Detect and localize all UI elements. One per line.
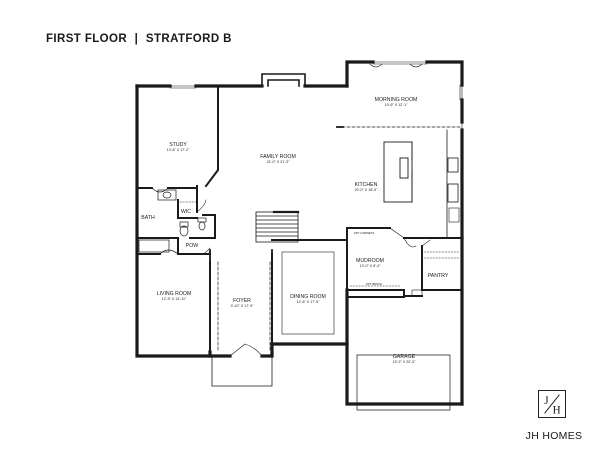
mudroom-dims: 13'-0" X 8'-4" <box>360 264 381 268</box>
bath-label: BATH <box>141 215 155 221</box>
pow-label: POW <box>186 243 198 249</box>
brand-logo: J H <box>538 390 566 418</box>
kitchen-counter <box>446 129 459 239</box>
mudroom-label: MUDROOM <box>356 258 384 264</box>
study-windows <box>136 85 197 141</box>
exterior-walls <box>135 60 464 406</box>
family-room-dims: 21'-0" X 21'-3" <box>267 160 290 164</box>
foyer-label: FOYER <box>233 298 251 304</box>
logo-letter-h: H <box>553 404 561 416</box>
garage-door <box>356 354 451 411</box>
living-room-dims: 12'-5" X 14'-11" <box>162 297 187 301</box>
opt-cabinets-label: OPT CABINETS <box>354 231 375 235</box>
logo-monogram: J H <box>544 394 561 416</box>
foyer-dims: 9'-10" X 17'-9" <box>231 304 254 308</box>
title-separator: | <box>134 33 139 45</box>
dining-room-label: DINING ROOM <box>290 294 326 300</box>
stub-walls <box>209 126 344 263</box>
floor-label: FIRST FLOOR <box>46 33 128 45</box>
soffit-lines <box>217 126 463 351</box>
dining-room-dims: 12'-6" X 17'-5" <box>297 300 320 304</box>
opt-bench-label: OPT BENCH <box>366 282 382 286</box>
morning-room-windows <box>369 61 463 131</box>
morning-room-label: MORNING ROOM <box>375 97 418 103</box>
kitchen-dims: 20'-0" X 18'-9" <box>355 188 378 192</box>
morning-room-dims: 19'-6" X 12'-1" <box>385 103 408 107</box>
front-porch <box>211 355 273 387</box>
staircase <box>255 210 300 243</box>
wic-label: WIC <box>181 209 191 215</box>
bath-fixtures <box>138 189 207 253</box>
door-swings <box>151 187 431 357</box>
garage-dims: 19'-2" X 20'-3" <box>393 360 416 364</box>
study-label: STUDY <box>169 142 187 148</box>
dining-outline <box>281 251 335 335</box>
logo-letter-j: J <box>544 395 549 407</box>
interior-walls <box>136 85 463 353</box>
fireplace <box>261 73 306 87</box>
kitchen-label: KITCHEN <box>355 182 378 188</box>
pantry-label: PANTRY <box>428 273 449 279</box>
logo-slash <box>544 394 560 414</box>
family-room-label: FAMILY ROOM <box>260 154 296 160</box>
room-labels: MORNING ROOM 19'-6" X 12'-1" STUDY 13'-8… <box>141 97 449 364</box>
model-name: STRATFORD B <box>145 33 232 45</box>
closet-shelves <box>179 201 461 287</box>
living-room-label: LIVING ROOM <box>157 291 192 297</box>
study-dims: 13'-8" X 17'-2" <box>167 148 190 152</box>
brand-name: JH HOMES <box>525 430 583 442</box>
appliances <box>411 207 460 297</box>
plan-title: FIRST FLOOR | STRATFORD B <box>46 33 232 45</box>
garage-label: GARAGE <box>393 354 416 360</box>
kitchen-island <box>383 141 413 203</box>
